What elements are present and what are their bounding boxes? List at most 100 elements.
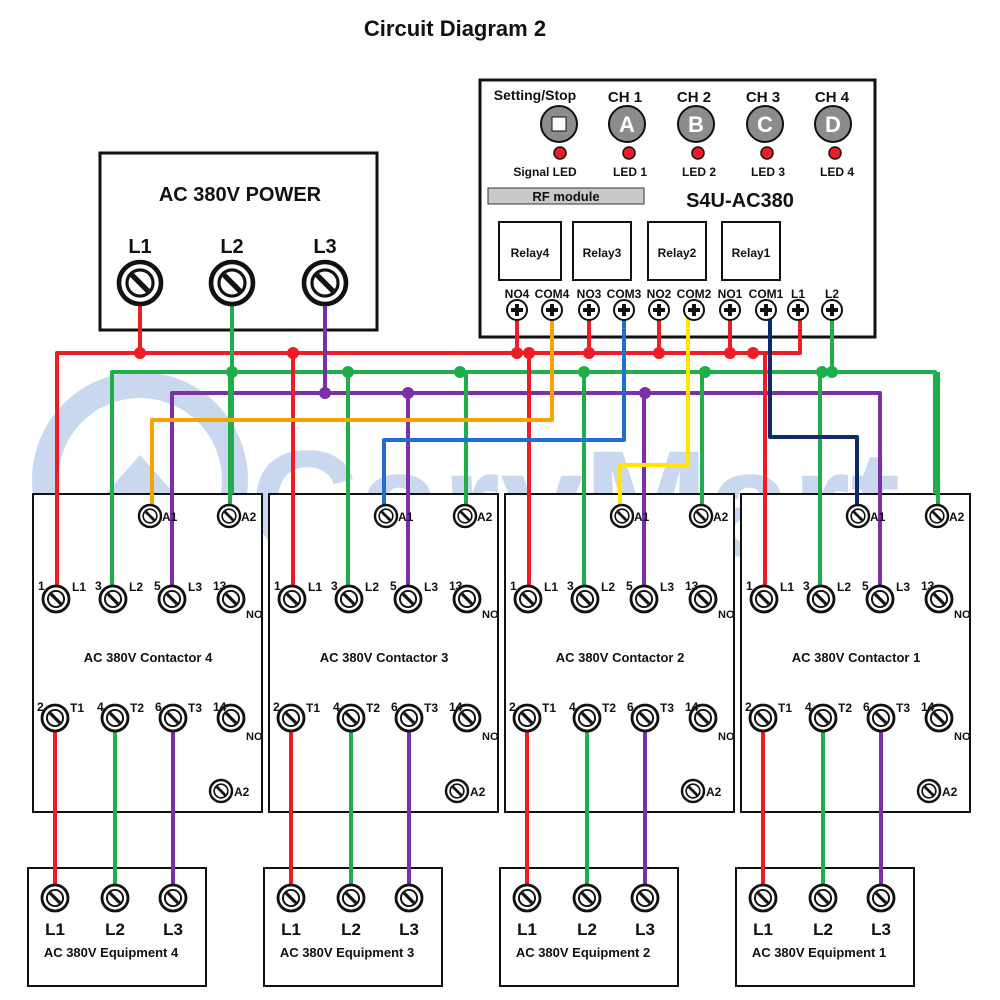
- contactor-2-a1-terminal: [609, 503, 635, 529]
- controller-button-1-face: [608, 105, 646, 143]
- contactor-2-bot-name-t2: T2: [602, 701, 616, 715]
- rf-module-label: RF module: [532, 189, 599, 204]
- contactor-4-bot-num-2: 2: [37, 700, 44, 714]
- junction-l1-5: [653, 347, 665, 359]
- contactor-4-top-name-l3: L3: [188, 580, 202, 594]
- equipment-2-terminal-1-slot: [520, 891, 534, 905]
- contactor-4-top-num-1: 1: [38, 579, 45, 593]
- controller-button-3: C: [746, 105, 784, 160]
- equipment-1-terminal-3: [866, 883, 896, 913]
- controller-terminal-com1: [755, 299, 777, 321]
- contactor-1-top-num-13: 13: [921, 579, 935, 593]
- terminal-label-com1: COM1: [749, 287, 784, 301]
- contactor-3-bottom-terminal-2-slot: [284, 711, 298, 725]
- equipment-1-terminal-2-slot: [816, 891, 830, 905]
- contactor-3-bot-name-no: NO: [482, 731, 499, 743]
- terminal-label-no2: NO2: [647, 287, 672, 301]
- contactor-2-title: AC 380V Contactor 2: [556, 650, 685, 665]
- contactor-1-bottom-terminal-2-slot: [756, 711, 770, 725]
- contactor-3-top-terminal-5-slot: [401, 592, 415, 606]
- contactor-2-top-num-1: 1: [510, 579, 517, 593]
- contactor-2-top-name-l1: L1: [544, 580, 558, 594]
- power-terminal-label-l3: L3: [313, 236, 336, 258]
- junction-l3-1: [402, 387, 414, 399]
- contactor-1-lower-a2-terminal-slot: [923, 785, 935, 797]
- contactor-4-bottom-terminal-14-slot: [224, 711, 238, 725]
- led-4: [828, 146, 842, 160]
- equipment-1-label-l2: L2: [813, 920, 833, 939]
- contactor-3-lower-a2-terminal-slot: [451, 785, 463, 797]
- contactor-1-bot-name-t3: T3: [896, 701, 910, 715]
- contactor-1-a1-terminal-slot: [852, 510, 864, 522]
- contactor-3-top-terminal-13-slot: [460, 592, 474, 606]
- contactor-2-top-terminal-3: [570, 584, 600, 614]
- relay2-box: [647, 221, 707, 281]
- contactor-4-a2-terminal: [216, 503, 242, 529]
- contactor-4-top-terminal-1-slot: [49, 592, 63, 606]
- contactor-3-top-name-l3: L3: [424, 580, 438, 594]
- equipment-4-terminal-2: [100, 883, 130, 913]
- controller-model: S4U-AC380: [686, 190, 794, 212]
- contactor-2-bot-num-4: 4: [569, 700, 576, 714]
- contactor-4: AC 380V Contactor 4: [32, 493, 263, 813]
- contactor-3-bottom-terminal-2: [276, 703, 306, 733]
- contactor-4-bot-name-t2: T2: [130, 701, 144, 715]
- contactor-3-top-terminal-5: [393, 584, 423, 614]
- led1-label: LED 1: [613, 165, 647, 179]
- contactor-2-top-terminal-13: [688, 584, 718, 614]
- equipment-3-terminal-3: [394, 883, 424, 913]
- contactor-2-top-num-5: 5: [626, 579, 633, 593]
- contactor-2-top-terminal-13-slot: [696, 592, 710, 606]
- contactor-2-bot-name-t1: T1: [542, 701, 556, 715]
- contactor-3-top-terminal-1: [277, 584, 307, 614]
- contactor-3-bottom-terminal-4-slot: [344, 711, 358, 725]
- controller-terminal-l1-v: [796, 304, 800, 316]
- equipment-2-label-l3: L3: [635, 920, 655, 939]
- contactor-2-top-name-l3: L3: [660, 580, 674, 594]
- contactor-4-title: AC 380V Contactor 4: [84, 650, 213, 665]
- contactor-2-bottom-terminal-14: [688, 703, 718, 733]
- controller-terminal-no3-v: [587, 304, 591, 316]
- contactor-4-a2-label: A2: [241, 510, 257, 524]
- led2-label: LED 2: [682, 165, 716, 179]
- terminal-label-no1: NO1: [718, 287, 743, 301]
- contactor-4-top-terminal-13: [216, 584, 246, 614]
- junction-l3-2: [639, 387, 651, 399]
- junction-l2-0: [226, 366, 238, 378]
- led-3: [760, 146, 774, 160]
- contactor-4-bottom-terminal-2-slot: [48, 711, 62, 725]
- contactor-1-top-name-l1: L1: [780, 580, 794, 594]
- contactor-1-lower-a2-label: A2: [942, 785, 958, 799]
- ch1-label: CH 1: [608, 89, 642, 106]
- junction-l1-0: [134, 347, 146, 359]
- contactor-3-top-name-l1: L1: [308, 580, 322, 594]
- equipment-4-terminal-1-slot: [48, 891, 62, 905]
- controller-button-0: [540, 105, 578, 160]
- contactor-1-bottom-terminal-6: [866, 703, 896, 733]
- equipment-1-title: AC 380V Equipment 1: [752, 945, 886, 960]
- contactor-3-bot-name-t1: T1: [306, 701, 320, 715]
- contactor-4-a1-label: A1: [162, 510, 178, 524]
- contactor-1-bottom-terminal-2: [748, 703, 778, 733]
- contactor-1-top-terminal-1: [749, 584, 779, 614]
- contactor-4-bot-name-t1: T1: [70, 701, 84, 715]
- contactor-1-top-name-l3: L3: [896, 580, 910, 594]
- contactor-2-top-name-l2: L2: [601, 580, 615, 594]
- contactor-3-a2-terminal-slot: [459, 510, 471, 522]
- channel-glyph-4: D: [825, 112, 841, 137]
- contactor-2-top-num-13: 13: [685, 579, 699, 593]
- equipment-2-label-l1: L1: [517, 920, 537, 939]
- power-title: AC 380V POWER: [159, 184, 322, 206]
- controller-terminal-no4-v: [515, 304, 519, 316]
- contactor-2-bottom-terminal-6: [630, 703, 660, 733]
- equipment-4-label-l3: L3: [163, 920, 183, 939]
- channel-glyph-3: C: [757, 112, 773, 137]
- wire-com4: [150, 316, 554, 516]
- equipment-1-terminal-2: [808, 883, 838, 913]
- contactor-3-bot-num-4: 4: [333, 700, 340, 714]
- equipment-1-terminal-1: [748, 883, 778, 913]
- contactor-3-a1-terminal-slot: [380, 510, 392, 522]
- page-title: Circuit Diagram 2: [364, 16, 546, 41]
